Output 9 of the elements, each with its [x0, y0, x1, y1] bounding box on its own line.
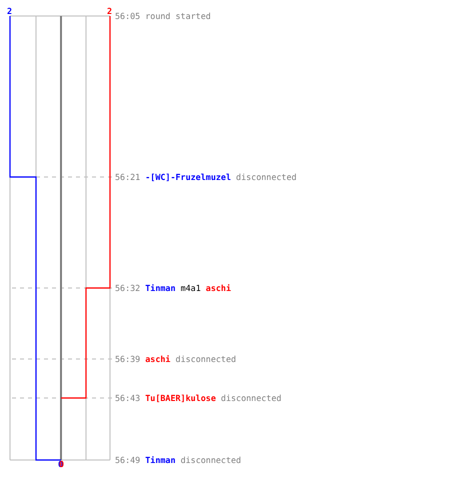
count-label: 0 [59, 460, 64, 468]
count-label: 2 [107, 7, 112, 15]
log-entry: 56:21 -[WC]-Fruzelmuzel disconnected [115, 172, 297, 182]
log-entry: 56:05 round started [115, 11, 211, 21]
log-entry: 56:43 Tu[BAER]kulose disconnected [115, 393, 282, 403]
log-entry: 56:49 Tinman disconnected [115, 455, 242, 465]
log-entry: 56:32 Tinman m4a1 aschi [115, 283, 232, 293]
count-label: 2 [7, 7, 12, 15]
log-entry: 56:39 aschi disconnected [115, 354, 236, 364]
